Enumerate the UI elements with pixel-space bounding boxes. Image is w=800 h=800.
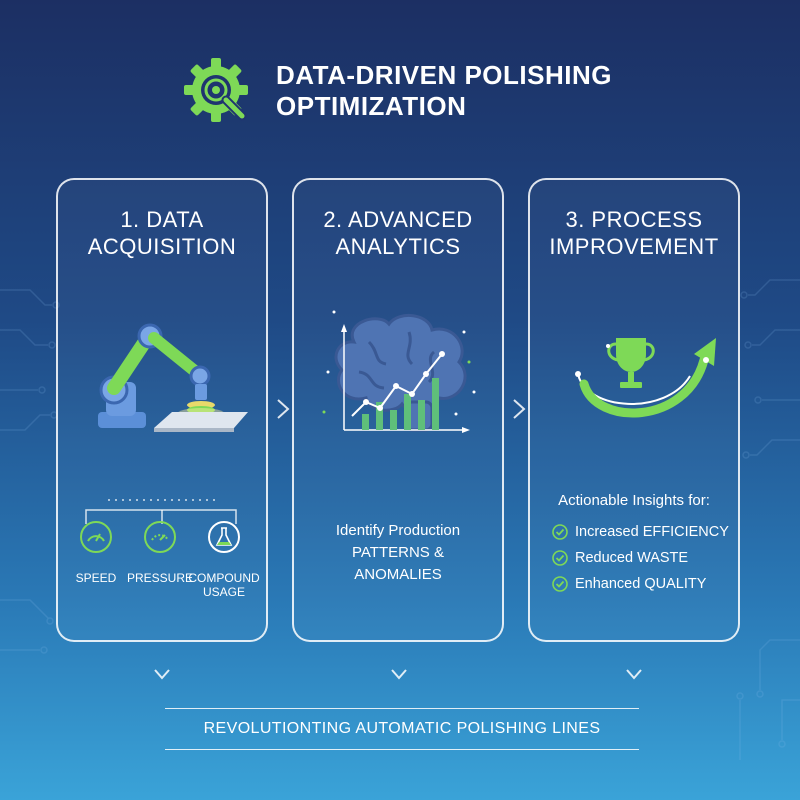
- brain-chart-icon: [322, 310, 476, 433]
- check-circle-icon: [552, 524, 568, 540]
- check-circle-icon: [552, 576, 568, 592]
- insight-text: Enhanced QUALITY: [575, 576, 707, 592]
- description-line2: PATTERNS &: [352, 544, 444, 561]
- metric-speed: SPEED: [56, 520, 136, 585]
- speedometer-icon: [80, 521, 112, 553]
- insights-list: Actionable Insights for: Increased EFFIC…: [530, 492, 738, 597]
- metric-label: COMPOUND USAGE: [184, 571, 264, 599]
- chevron-down-icon: [626, 669, 642, 680]
- card-title-line1: 2. ADVANCED: [323, 207, 473, 232]
- metric-label: PRESSURE: [126, 571, 194, 585]
- card-title-line1: 1. DATA: [120, 207, 204, 232]
- robot-arm-polishing-icon: [98, 323, 248, 432]
- insight-text: Increased EFFICIENCY: [575, 524, 729, 540]
- card-title-line2: ACQUISITION: [87, 234, 237, 259]
- metric-label-line2: USAGE: [202, 585, 245, 599]
- page-title-line2: OPTIMIZATION: [276, 91, 467, 121]
- metric-label-line1: COMPOUND: [188, 571, 260, 585]
- card-title-line1: 3. PROCESS: [565, 207, 703, 232]
- pressure-gauge-icon: [144, 521, 176, 553]
- flask-icon: [208, 521, 240, 553]
- card-title: 3. PROCESS IMPROVEMENT: [530, 206, 738, 260]
- card-title-line2: IMPROVEMENT: [549, 234, 719, 259]
- trophy-arrow-icon: [575, 338, 716, 418]
- chevron-down-icon: [391, 669, 407, 680]
- chevron-right-icon: [513, 399, 526, 419]
- card-process-improvement: 3. PROCESS IMPROVEMENT Actionable Insigh…: [528, 178, 740, 642]
- header: DATA-DRIVEN POLISHING OPTIMIZATION: [180, 52, 620, 132]
- metric-compound-usage: COMPOUND USAGE: [184, 520, 264, 599]
- card-title-line2: ANALYTICS: [335, 234, 461, 259]
- insight-item: Reduced WASTE: [552, 545, 738, 571]
- card-title: 2. ADVANCED ANALYTICS: [294, 206, 502, 260]
- description-line1: Identify Production: [335, 522, 461, 539]
- chevron-down-icon: [154, 669, 170, 680]
- check-circle-icon: [552, 550, 568, 566]
- insight-item: Enhanced QUALITY: [552, 571, 738, 597]
- insight-item: Increased EFFICIENCY: [552, 519, 738, 545]
- card-title: 1. DATA ACQUISITION: [58, 206, 266, 260]
- page-title: DATA-DRIVEN POLISHING OPTIMIZATION: [276, 60, 616, 122]
- card-advanced-analytics: 2. ADVANCED ANALYTICS: [292, 178, 504, 642]
- description-line3: ANOMALIES: [354, 566, 442, 583]
- chevron-right-icon: [277, 399, 290, 419]
- metric-label: SPEED: [75, 571, 117, 585]
- gear-magnifier-icon: [184, 58, 248, 122]
- card-data-acquisition: 1. DATA ACQUISITION: [56, 178, 268, 642]
- analytics-description: Identify Production PATTERNS & ANOMALIES: [294, 520, 502, 586]
- page-title-line1: DATA-DRIVEN POLISHING: [276, 60, 612, 90]
- insight-text: Reduced WASTE: [575, 550, 689, 566]
- metric-pressure: PRESSURE: [120, 520, 200, 585]
- insights-heading: Actionable Insights for:: [558, 492, 710, 509]
- footer-banner: REVOLUTIONTING AUTOMATIC POLISHING LINES: [165, 708, 639, 750]
